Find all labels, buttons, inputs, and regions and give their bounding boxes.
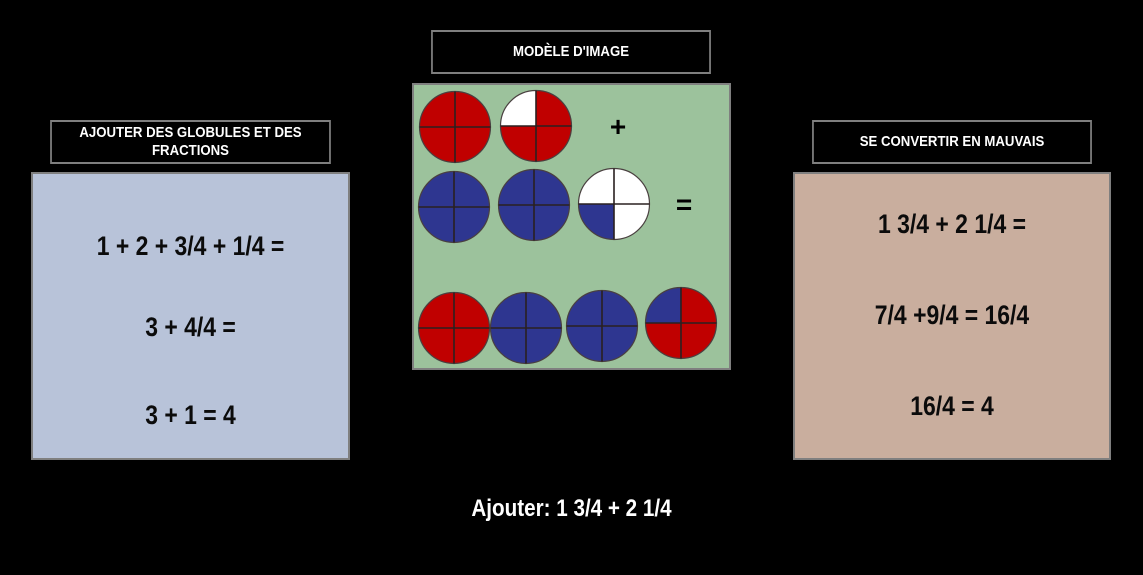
center-header: MODÈLE D'IMAGE (431, 30, 711, 74)
circle-quarter (454, 171, 490, 207)
fraction-circle (489, 291, 563, 365)
fraction-circle (499, 89, 573, 163)
left-header-line1: AJOUTER DES GLOBULES ET DES (79, 124, 302, 141)
circle-quarter (498, 169, 534, 205)
circle-quarter (498, 205, 534, 241)
circle-quarter (418, 207, 454, 243)
circle-quarter (418, 171, 454, 207)
left-equation-1: 1 + 2 + 3/4 + 1/4 = (96, 231, 285, 261)
left-equations-panel: 1 + 2 + 3/4 + 1/4 = 3 + 4/4 = 3 + 1 = 4 (31, 172, 350, 460)
left-header: AJOUTER DES GLOBULES ET DES FRACTIONS (50, 120, 331, 164)
circle-quarter (526, 292, 562, 328)
circle-quarter (566, 290, 602, 326)
right-equation-3: 16/4 = 4 (910, 391, 994, 421)
circle-quarter (454, 292, 490, 328)
circle-quarter (614, 168, 650, 204)
fraction-circles: += (417, 89, 718, 365)
circle-quarter (418, 328, 454, 364)
fraction-model-image: += (412, 83, 731, 370)
fraction-circle (644, 286, 718, 360)
circle-quarter (614, 204, 650, 240)
circle-quarter (566, 326, 602, 362)
circle-quarter (645, 323, 681, 359)
equals-operator: = (676, 189, 692, 220)
circle-quarter (602, 290, 638, 326)
center-header-label: MODÈLE D'IMAGE (512, 43, 630, 60)
fraction-circle (577, 167, 651, 241)
circle-quarter (602, 326, 638, 362)
right-header-label: SE CONVERTIR EN MAUVAIS (859, 133, 1045, 150)
problem-prompt: Ajouter: 1 3/4 + 2 1/4 (471, 495, 672, 522)
fraction-circle (497, 168, 571, 242)
circle-quarter (500, 90, 536, 126)
fraction-circle (417, 170, 491, 244)
circle-quarter (455, 127, 491, 163)
circle-quarter (500, 126, 536, 162)
circle-quarter (419, 91, 455, 127)
circle-quarter (418, 292, 454, 328)
circle-quarter (419, 127, 455, 163)
fraction-circle (418, 90, 492, 164)
left-header-line2: FRACTIONS (151, 142, 229, 159)
circle-quarter (455, 91, 491, 127)
circle-quarter (578, 168, 614, 204)
right-equation-1: 1 3/4 + 2 1/4 = (877, 209, 1027, 239)
circle-quarter (534, 205, 570, 241)
circle-quarter (681, 323, 717, 359)
circle-quarter (490, 328, 526, 364)
circle-quarter (534, 169, 570, 205)
circle-quarter (490, 292, 526, 328)
circle-quarter (536, 90, 572, 126)
circle-quarter (536, 126, 572, 162)
fraction-circle (565, 289, 639, 363)
circle-quarter (454, 328, 490, 364)
right-equation-2: 7/4 +9/4 = 16/4 (874, 300, 1030, 330)
circle-quarter (645, 287, 681, 323)
left-equation-3: 3 + 1 = 4 (145, 400, 236, 430)
circle-quarter (454, 207, 490, 243)
circle-quarter (681, 287, 717, 323)
right-equations-panel: 1 3/4 + 2 1/4 = 7/4 +9/4 = 16/4 16/4 = 4 (793, 172, 1111, 460)
plus-operator: + (610, 111, 626, 142)
circle-quarter (526, 328, 562, 364)
left-equation-2: 3 + 4/4 = (145, 312, 236, 342)
circle-quarter (578, 204, 614, 240)
right-header: SE CONVERTIR EN MAUVAIS (812, 120, 1092, 164)
fraction-circle (417, 291, 491, 365)
